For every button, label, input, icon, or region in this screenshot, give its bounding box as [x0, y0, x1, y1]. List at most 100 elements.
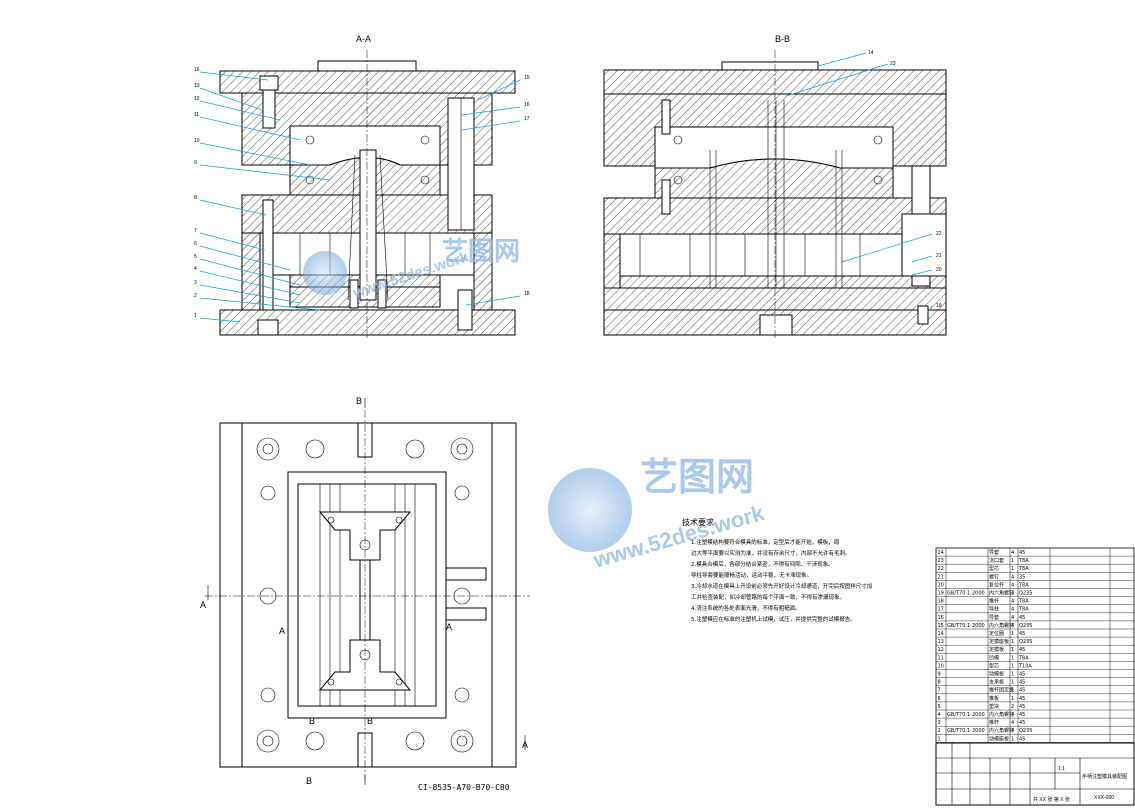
bom-cell-name: 内六角螺钉	[989, 711, 1014, 718]
bom-cell-no: 23	[938, 558, 944, 564]
bom-cell-no: 3	[938, 720, 941, 726]
tech-req-line: 2.模具合模后，各部分结合紧密，不得有间隙、干涉现象。	[691, 560, 834, 568]
tech-req-line: 导柱导套要能顺畅活动，运动平稳，无卡滞现象。	[691, 571, 812, 579]
technical-requirements: 技术要求 1.注塑模结构要符合模具的标准，定型后才能开始，模板，周 边大等平面要…	[682, 517, 872, 623]
part-no: 21	[936, 253, 942, 259]
bom-cell-no: 2	[938, 728, 941, 734]
bom-cell-mat: 45	[1019, 550, 1025, 556]
part-no: 2	[194, 293, 197, 299]
title-block: 手柄注塑模具装配图 XXX-000 共 XX 张 第 X 张 1:1	[935, 742, 1135, 806]
bb-leaders	[785, 52, 933, 313]
bom-cell-no: 21	[938, 574, 944, 580]
bom-cell-name: 导套	[989, 549, 999, 556]
bom-cell-no: 9	[938, 672, 941, 678]
part-no: 16	[524, 102, 530, 108]
bom-cell-name: 动模板	[989, 671, 1004, 678]
bom-cell-qty: 4	[1011, 599, 1014, 605]
bom-cell-mat: Q235	[1019, 623, 1032, 629]
bom-cell-mat: T8A	[1018, 655, 1029, 661]
bom-cell-std: GB/T70.1-2000	[947, 712, 985, 718]
tech-req-line: 边大等平面要以实测为准，并没有存余尺寸，内部不允许有毛刺。	[691, 549, 851, 557]
bom-cell-mat: 45	[1019, 704, 1025, 710]
bom-cell-no: 1	[938, 736, 941, 742]
bom-cell-no: 19	[938, 591, 944, 597]
bom-cell-name: 定位圈	[989, 630, 1004, 637]
part-no: 11	[194, 112, 199, 118]
bom-cell-std: GB/T70.1-2000	[947, 591, 985, 597]
bom-cell-no: 20	[938, 582, 944, 588]
bom-cell-mat: T8A	[1018, 566, 1029, 572]
bom-cell-no: 5	[938, 704, 941, 710]
section-bb-view: B-B	[603, 34, 947, 340]
section-marker-b: B	[309, 716, 315, 726]
bom-cell-qty: 4	[1011, 607, 1014, 613]
part-no: 19	[936, 303, 942, 309]
bom-cell-mat: Q235	[1019, 728, 1032, 734]
part-no: 14	[868, 50, 874, 56]
bom-cell-qty: 1	[1011, 558, 1014, 564]
bom-cell-no: 4	[938, 712, 941, 718]
bom-cell-name: 复位杆	[989, 581, 1004, 588]
bom-cell-no: 18	[938, 599, 944, 605]
bom-cell-mat: T8A	[1018, 558, 1029, 564]
part-no: 5	[194, 254, 197, 260]
section-bb-title: B-B	[775, 34, 790, 44]
bom-cell-qty: 4	[1011, 591, 1014, 597]
bom-cell-qty: 4	[1011, 623, 1014, 629]
bom-cell-name: 定模板	[989, 646, 1004, 653]
bom-cell-name: 推板	[989, 695, 999, 702]
part-no: 15	[524, 75, 530, 81]
bom-cell-qty: 1	[1011, 696, 1014, 702]
bom-cell-no: 8	[938, 680, 941, 686]
bom-cell-no: 12	[938, 647, 944, 653]
bom-cell-std: GB/T70.1-2000	[947, 623, 985, 629]
section-marker-a: A	[446, 622, 452, 632]
bom-cell-no: 7	[938, 688, 941, 694]
bom-cell-qty: 1	[1011, 736, 1014, 742]
bom-cell-mat: 45	[1019, 672, 1025, 678]
drawing-number: XXX-000	[1094, 795, 1114, 801]
bom-cell-name: 型芯	[989, 662, 999, 669]
bom-cell-name: 内六角螺钉	[989, 622, 1014, 629]
bom-cell-qty: 1	[1011, 631, 1014, 637]
bom-cell-mat: 45	[1019, 631, 1025, 637]
sheet-info: 共 XX 张 第 X 张	[1033, 796, 1070, 803]
part-no: 3	[194, 280, 197, 286]
bom-cell-mat: 45	[1019, 696, 1025, 702]
tech-req-line: 5.注塑模应在标准的注塑机上试模，试压，并提供完整的试模报告。	[691, 615, 856, 623]
bom-cell-name: 凹模	[989, 654, 999, 661]
part-no: 9	[194, 160, 197, 166]
section-aa-title: A-A	[356, 34, 371, 44]
bom-cell-no: 6	[938, 696, 941, 702]
section-marker-b: B	[306, 776, 312, 786]
part-no: 23	[890, 61, 896, 67]
bb-part-numbers: 14 23 22 21 20 19	[868, 50, 942, 309]
bom-cell-name: 推杆固定板	[989, 687, 1014, 694]
bom-cell-mat: 45	[1019, 688, 1025, 694]
bom-cell-qty: 1	[1011, 663, 1014, 669]
bom-cell-name: 动模座板	[989, 735, 1009, 742]
bom-cell-mat: 45	[1019, 712, 1025, 718]
bom-cell-qty: 4	[1011, 720, 1014, 726]
bom-cell-mat: 45	[1019, 615, 1025, 621]
bom-cell-mat: 45	[1019, 680, 1025, 686]
bom-cell-qty: 1	[1011, 639, 1014, 645]
plan-view: B B A A A A B B	[200, 396, 530, 786]
part-no: 13	[194, 83, 200, 89]
part-no: 10	[194, 138, 200, 144]
bom-cell-name: 型芯	[989, 565, 999, 572]
part-no: 17	[524, 116, 530, 122]
bom-cell-mat: 45	[1019, 736, 1025, 742]
watermark-brand: 艺图网	[640, 457, 754, 499]
bom-cell-no: 15	[938, 623, 944, 629]
bom-cell-mat: 45	[1019, 720, 1025, 726]
part-no: 16	[194, 67, 200, 73]
tech-req-line: 工并检查装配，如冷却管路的每个平面一致，不得有渗漏现象。	[691, 593, 845, 601]
bom-cell-no: 13	[938, 639, 944, 645]
bom-cell-qty: 1	[1011, 566, 1014, 572]
bom-cell-name: 推杆	[989, 598, 999, 605]
tech-req-title: 技术要求	[682, 517, 714, 527]
